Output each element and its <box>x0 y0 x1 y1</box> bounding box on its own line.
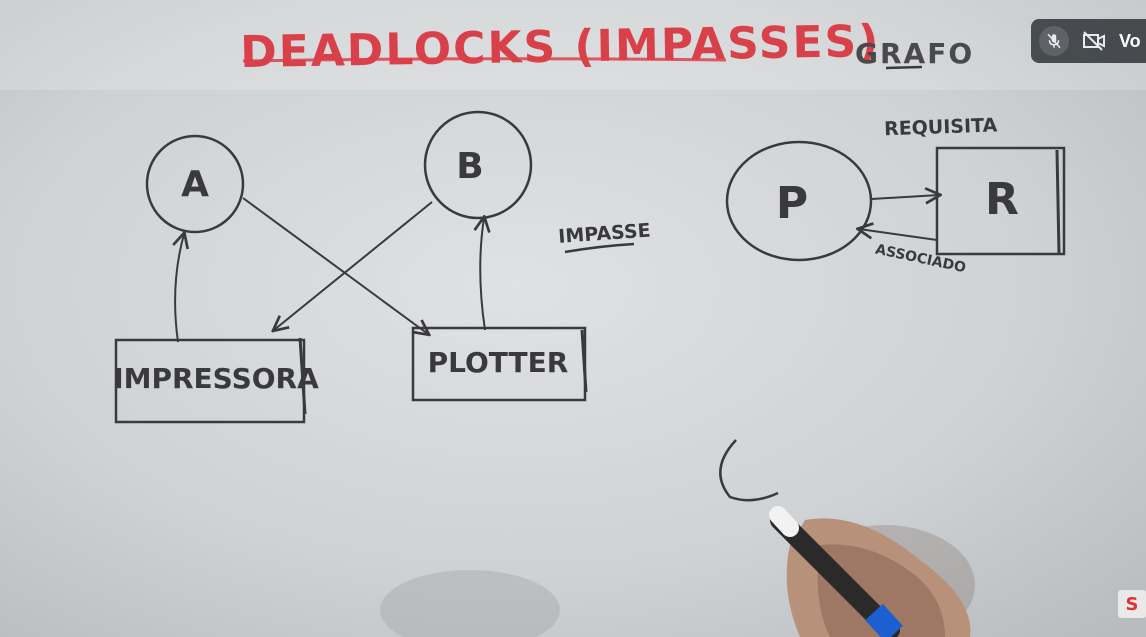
resource-impressora-box: IMPRESSORA <box>113 337 319 424</box>
resource-plotter-box: PLOTTER <box>411 326 588 402</box>
camera-off-button[interactable] <box>1079 26 1109 56</box>
arrow-assigned <box>859 229 938 241</box>
process-p-node: P <box>725 140 873 262</box>
resource-r-box: R <box>935 146 1066 256</box>
arrow-plotter-to-b <box>480 218 485 331</box>
arrow-impressora-to-a <box>175 234 184 343</box>
hand-with-marker <box>769 506 975 637</box>
partial-drawing-arc <box>719 439 779 502</box>
process-a-node: A <box>145 134 245 234</box>
resource-impressora-label: IMPRESSORA <box>113 362 319 395</box>
arrow-request <box>871 195 939 199</box>
channel-logo-icon: S <box>1118 590 1146 618</box>
process-a-label: A <box>181 164 209 205</box>
arrow-b-to-impressora <box>274 201 433 330</box>
mic-off-button[interactable] <box>1039 26 1069 56</box>
resource-plotter-label: PLOTTER <box>428 346 569 379</box>
board-title: DEADLOCKS (IMPASSES) <box>240 16 881 78</box>
resource-r-label: R <box>985 174 1019 225</box>
camera-off-icon <box>1083 31 1105 51</box>
mic-off-icon <box>1047 33 1061 49</box>
overlay-label: Vo <box>1119 30 1141 51</box>
arrow-a-to-plotter <box>242 197 428 334</box>
request-label: REQUISITA <box>884 114 998 140</box>
call-controls-overlay: Vo <box>1031 19 1146 63</box>
process-b-label: B <box>456 146 483 187</box>
grafo-heading: GRAFO <box>855 37 974 70</box>
process-p-label: P <box>776 178 808 229</box>
